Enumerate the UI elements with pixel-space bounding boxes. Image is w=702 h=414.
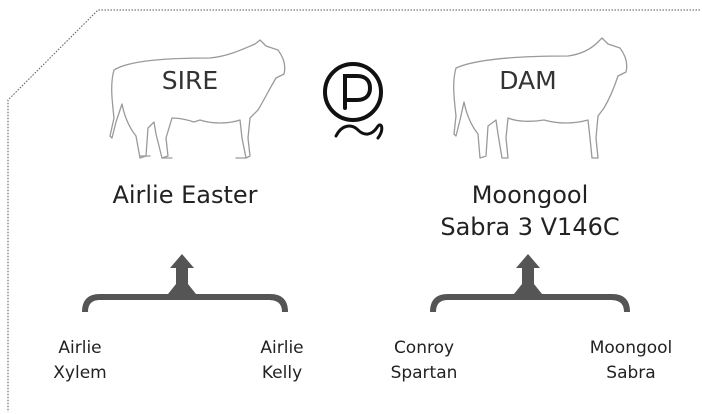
polled-p-icon: [323, 62, 384, 140]
dotted-frame: [7, 9, 700, 412]
dam-name-line2: Sabra 3 V146C: [440, 213, 620, 241]
sire-label: SIRE: [161, 66, 219, 95]
dam-parent-1-line1: Conroy: [393, 338, 455, 358]
sire-parents-bracket: [82, 254, 288, 312]
dam-parent-1-line2: Spartan: [390, 363, 458, 383]
sire-parent-2: Airlie Kelly: [232, 336, 332, 386]
dam-parents-bracket: [430, 254, 630, 312]
dam-parent-2: Moongool Sabra: [576, 336, 686, 386]
dam-label: DAM: [499, 66, 557, 95]
sire-parent-1-line2: Xylem: [53, 363, 107, 383]
dam-parent-2-line2: Sabra: [606, 363, 656, 383]
dam-name-line1: Moongool: [471, 181, 589, 209]
sire-parent-2-line2: Kelly: [261, 363, 303, 383]
sire-parent-1: Airlie Xylem: [30, 336, 130, 386]
sire-parent-1-line1: Airlie: [58, 338, 102, 358]
sire-cow-icon: [109, 39, 286, 159]
dam-parent-1: Conroy Spartan: [374, 336, 474, 386]
dam-cow-icon: [453, 37, 628, 159]
dam-parent-2-line1: Moongool: [589, 338, 673, 358]
sire-parent-2-line1: Airlie: [260, 338, 304, 358]
sire-name: Airlie Easter: [112, 181, 258, 209]
